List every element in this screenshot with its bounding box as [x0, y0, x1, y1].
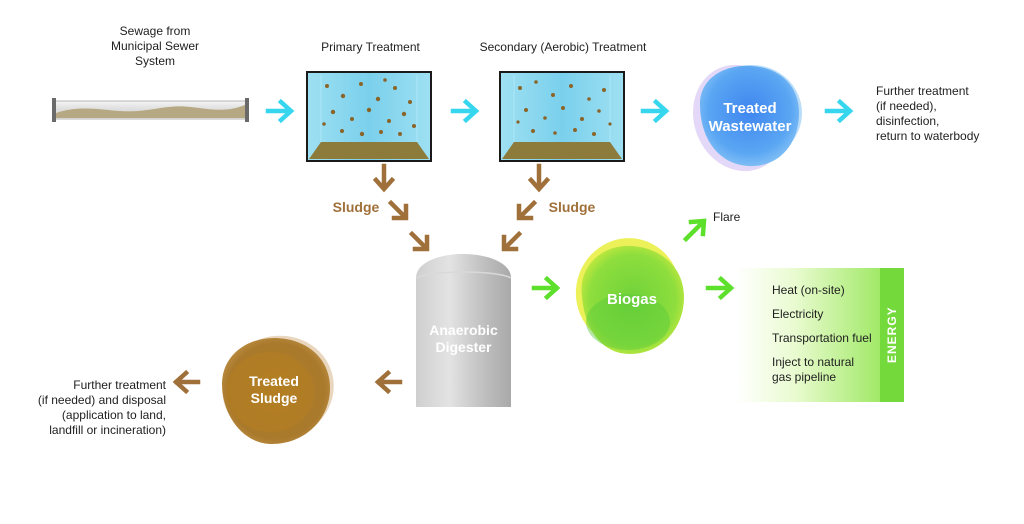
- further-sludge-line2: (if needed) and disposal: [37, 393, 166, 407]
- biogas-arrow-2: [705, 275, 735, 301]
- sludge-arrow-secondary-2: [516, 199, 538, 221]
- treated-sludge-label: Treated Sludge: [226, 373, 322, 407]
- water-arrow-1: [265, 98, 295, 124]
- digester-label-line1: Anaerobic: [429, 322, 498, 338]
- energy-item-inject-line2: gas pipeline: [772, 370, 837, 384]
- energy-recovery-label: ENERGY RECOVERY: [885, 297, 923, 373]
- further-water-treatment-label: Further treatment (if needed), disinfect…: [876, 84, 1016, 144]
- sludge-arrow-secondary-3: [501, 230, 523, 252]
- secondary-treatment-label: Secondary (Aerobic) Treatment: [479, 40, 647, 54]
- digester-label: Anaerobic Digester: [416, 322, 511, 356]
- energy-item-transportation: Transportation fuel: [772, 331, 872, 345]
- further-water-line2: (if needed),: [876, 99, 937, 113]
- biogas-label: Biogas: [606, 291, 657, 308]
- sewage-label-line2: Municipal Sewer System: [110, 39, 200, 68]
- treated-wastewater-blob: [692, 64, 802, 172]
- biogas-arrow-1: [531, 275, 561, 301]
- treated-wastewater-line1: Treated: [723, 100, 777, 117]
- treated-wastewater-label: Treated Wastewater: [700, 100, 800, 136]
- water-arrow-2: [450, 98, 480, 124]
- flare-label: Flare: [713, 210, 741, 224]
- biogas-blob: [575, 238, 684, 354]
- treated-sludge-line2: Sludge: [250, 390, 298, 406]
- sludge-arrow-to-treated: [374, 369, 403, 395]
- energy-item-heat: Heat (on-site): [772, 283, 845, 297]
- sewage-label-line1: Sewage from: [119, 24, 191, 38]
- further-sludge-line4: landfill or incineration): [49, 423, 166, 437]
- treated-wastewater-line2: Wastewater: [708, 118, 792, 135]
- sludge-arrow-primary-2: [387, 199, 409, 221]
- further-water-line1: Further treatment: [876, 84, 969, 98]
- anaerobic-digester: [415, 254, 512, 407]
- sludge-label-right: Sludge: [548, 199, 596, 215]
- water-arrow-3: [640, 98, 670, 124]
- energy-recovery-list: Heat (on-site) Electricity Transportatio…: [772, 283, 880, 394]
- sludge-arrow-primary-1: [372, 163, 396, 193]
- sludge-label-left: Sludge: [332, 199, 380, 215]
- treated-sludge-line1: Treated: [249, 373, 299, 389]
- treated-sludge-blob: [222, 335, 334, 444]
- sewer-pipe: [52, 98, 249, 122]
- energy-item-inject-line1: Inject to natural: [772, 355, 855, 369]
- energy-item-electricity: Electricity: [772, 307, 824, 321]
- energy-recovery-panel: [736, 268, 904, 402]
- primary-tank: [306, 71, 432, 162]
- flare-arrow: [682, 218, 707, 243]
- sewage-label: Sewage from Municipal Sewer System: [90, 24, 220, 69]
- further-sludge-treatment-label: Further treatment (if needed) and dispos…: [14, 378, 166, 438]
- further-sludge-line1: Further treatment: [73, 378, 166, 392]
- water-arrow-4: [824, 98, 854, 124]
- primary-treatment-label: Primary Treatment: [321, 40, 420, 54]
- sludge-arrow-secondary-1: [527, 163, 551, 193]
- sludge-arrow-to-disposal: [172, 369, 201, 395]
- further-water-line3: disinfection,: [876, 114, 940, 128]
- sludge-arrow-primary-3: [408, 230, 430, 252]
- secondary-tank: [499, 71, 625, 162]
- digester-label-line2: Digester: [435, 339, 492, 355]
- further-sludge-line3: (application to land,: [61, 408, 166, 422]
- further-water-line4: return to waterbody: [876, 129, 980, 143]
